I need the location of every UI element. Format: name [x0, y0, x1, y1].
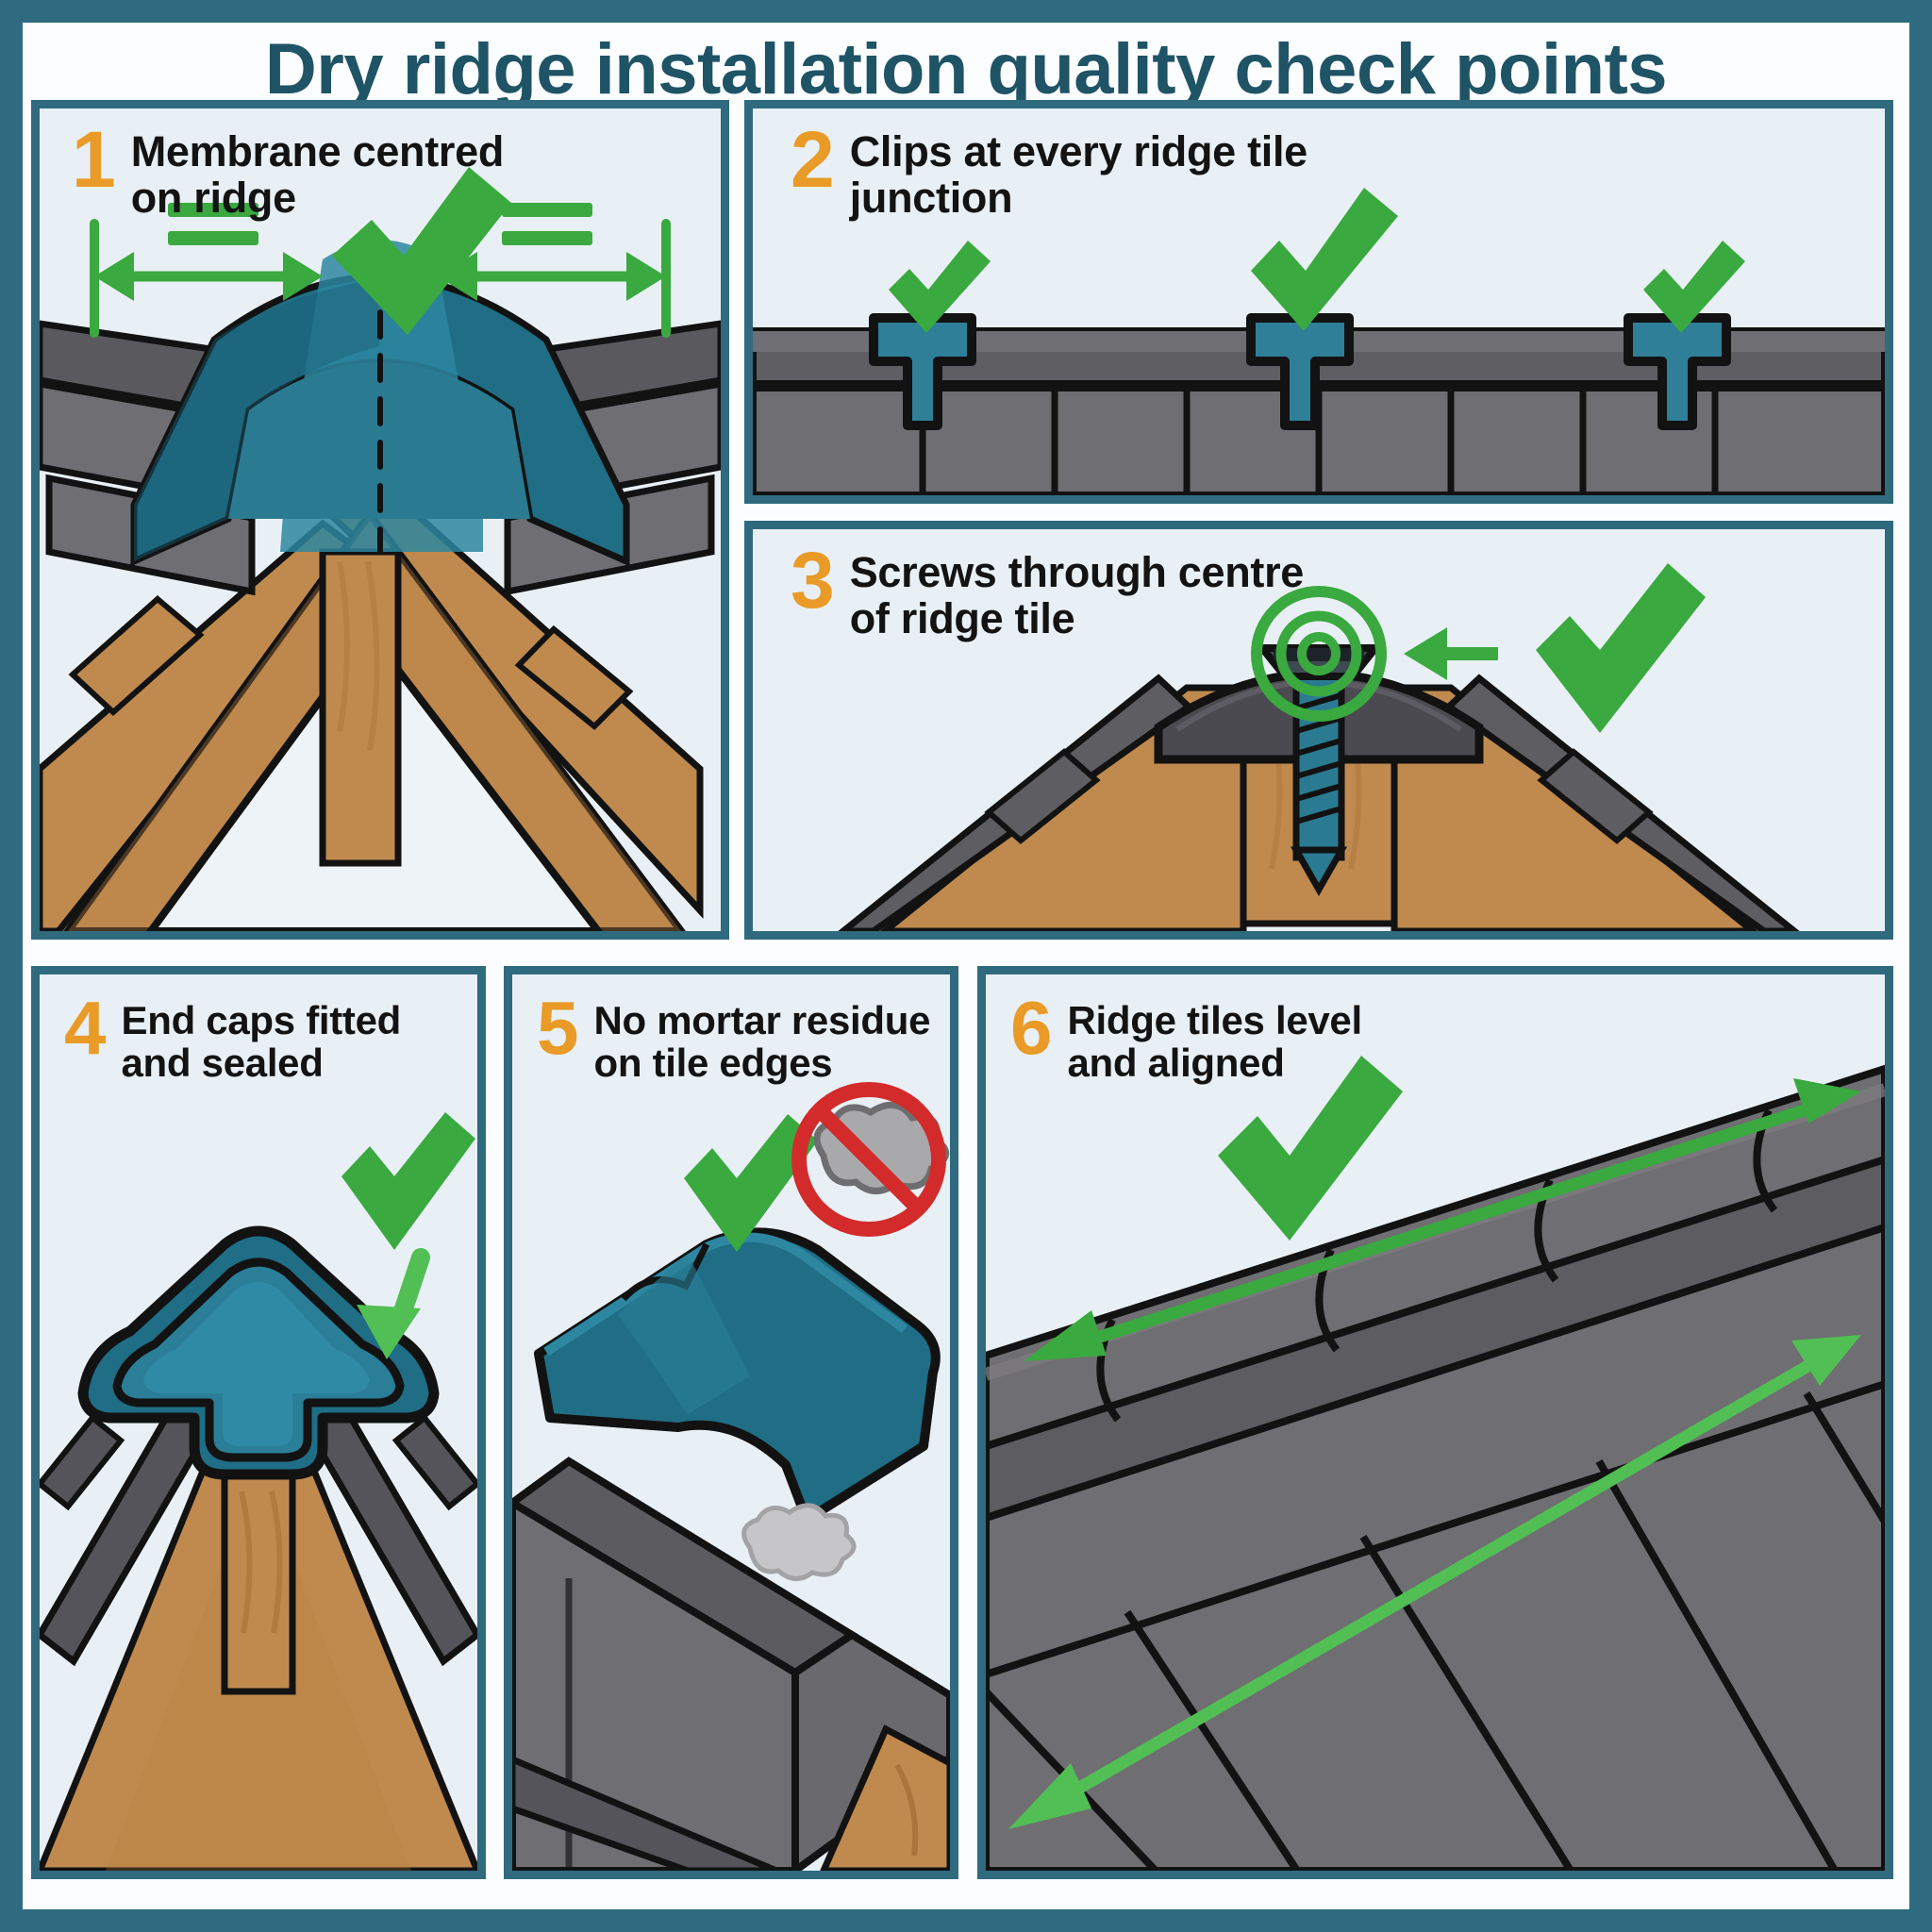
check-mark-icon [1536, 563, 1706, 733]
panel-2-background: 2 Clips at every ridge tile junction [753, 108, 1885, 495]
check-mark-icon [1218, 1056, 1403, 1241]
ridge-clip-1 [869, 313, 976, 430]
panel-3-illustration [753, 529, 1885, 931]
panel-step-4: 4 End caps fitted and sealed [31, 966, 486, 1879]
target-rings-icon [1251, 586, 1387, 722]
mortar-residue-blob [741, 1503, 857, 1581]
panel-step-3: 3 Screws through centre of ridge tile [744, 521, 1893, 940]
panel-4-background: 4 End caps fitted and sealed [40, 974, 477, 1871]
panel-5-illustration [512, 974, 950, 1871]
ridge-clip-2 [1246, 313, 1354, 430]
step-number: 4 [64, 986, 107, 1070]
panel-3-background: 3 Screws through centre of ridge tile [753, 529, 1885, 931]
panel-step-6: 6 Ridge tiles level and aligned [977, 966, 1893, 1879]
step-label: Screws through centre of ridge tile [849, 548, 1305, 642]
panel-step-5: 5 No mortar residue on tile edges [504, 966, 958, 1879]
step-label: Clips at every ridge tile junction [849, 127, 1308, 222]
step-label: Membrane centred on ridge [130, 127, 505, 222]
panel-6-header: 6 Ridge tiles level and aligned [1010, 986, 1363, 1086]
panel-5-header: 5 No mortar residue on tile edges [537, 986, 931, 1086]
alignment-arrow-lower [1008, 1335, 1861, 1829]
panel-1-background: 1 Membrane centred on ridge [40, 108, 721, 931]
panel-step-2: 2 Clips at every ridge tile junction [744, 100, 1893, 504]
down-arrow-icon [357, 1248, 430, 1359]
panel-6-illustration [986, 974, 1885, 1871]
panel-2-illustration [753, 108, 1885, 495]
panel-3-header: 3 Screws through centre of ridge tile [791, 536, 1305, 642]
alignment-arrow-upper [1024, 1078, 1861, 1361]
equals-mark-left [168, 203, 258, 245]
membrane-centred-diagram [40, 108, 721, 931]
pointer-arrow-left-icon [1404, 627, 1498, 680]
step-number: 3 [791, 536, 835, 625]
ridge-clips-diagram [753, 108, 1885, 495]
step-number: 1 [72, 115, 116, 204]
measurement-annotation [90, 203, 671, 338]
panel-5-background: 5 No mortar residue on tile edges [512, 974, 950, 1871]
screw-icon [1254, 644, 1384, 897]
check-mark-icon [341, 1112, 475, 1250]
step-number: 6 [1010, 986, 1053, 1070]
check-mark-icon-small-left [889, 241, 991, 333]
step-label: End caps fitted and sealed [121, 998, 402, 1086]
panel-4-header: 4 End caps fitted and sealed [64, 986, 402, 1086]
screw-centre-diagram [753, 529, 1885, 931]
ridge-alignment-diagram [986, 974, 1885, 1871]
step-label: No mortar residue on tile edges [593, 998, 931, 1086]
no-mortar-diagram [512, 974, 950, 1871]
step-number: 5 [537, 986, 579, 1070]
check-mark-icon [332, 167, 511, 335]
page-title: Dry ridge installation quality check poi… [264, 29, 1668, 109]
check-mark-icon-large-centre [1251, 188, 1398, 331]
end-cap-diagram [40, 974, 477, 1871]
panel-1-illustration [40, 108, 721, 931]
check-mark-icon [684, 1114, 818, 1252]
step-label: Ridge tiles level and aligned [1067, 998, 1363, 1086]
infographic-canvas: Dry ridge installation quality check poi… [23, 23, 1909, 1909]
ridge-clip-3 [1624, 313, 1731, 430]
panel-2-header: 2 Clips at every ridge tile junction [791, 115, 1308, 222]
equals-mark-right [502, 203, 592, 245]
step-number: 2 [791, 115, 835, 204]
panel-step-1: 1 Membrane centred on ridge [31, 100, 729, 940]
panel-1-header: 1 Membrane centred on ridge [72, 115, 505, 222]
panel-6-background: 6 Ridge tiles level and aligned [986, 974, 1885, 1871]
panel-4-illustration [40, 974, 477, 1871]
no-mortar-sign-icon [791, 1082, 949, 1237]
check-mark-icon-small-right [1643, 241, 1745, 333]
